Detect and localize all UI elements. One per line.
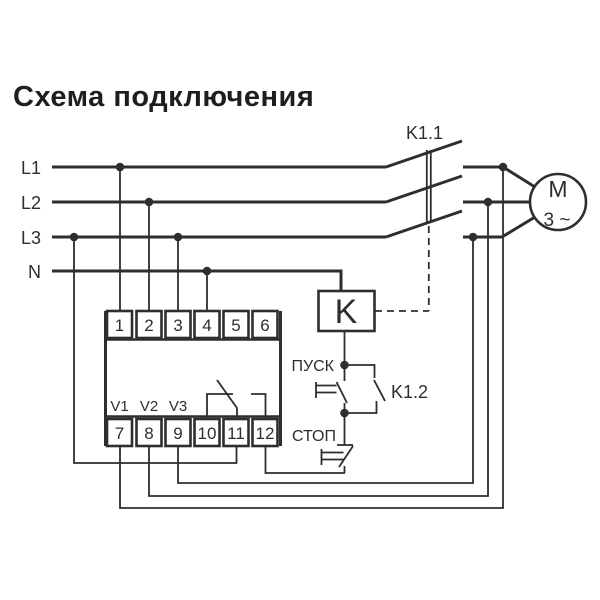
terminal-2-number: 2 — [144, 316, 153, 335]
terminal-10-box — [193, 417, 221, 448]
k11-mechanical-link — [425, 150, 432, 223]
terminal-8-number: 8 — [144, 424, 153, 443]
terminal-1-box — [105, 309, 134, 340]
supply-lines: L1 L2 L3 N — [21, 158, 386, 291]
junction-dot-motor-2 — [483, 197, 493, 207]
coil-label: K — [335, 293, 358, 331]
v2-label: V2 — [140, 398, 158, 415]
device-output-labels: V1 V2 V3 — [110, 398, 187, 415]
l2-label: L2 — [21, 193, 41, 213]
return-wiring — [73, 167, 504, 509]
l3-label: L3 — [21, 228, 41, 248]
junction-dot-l3-left — [69, 232, 79, 242]
junction-dot-start — [340, 360, 349, 370]
v3-label: V3 — [169, 398, 187, 415]
internal-contact-arm — [216, 379, 238, 418]
relay-device: 1 2 3 4 5 6 7 8 9 10 11 12 — [104, 309, 282, 448]
junction-dot-stop — [340, 408, 349, 418]
n-line-to-coil — [52, 269, 343, 291]
junction-dot-l1 — [115, 162, 125, 172]
terminal-6-box — [251, 309, 279, 340]
device-internal-contact — [206, 379, 267, 418]
internal-contact-right-bracket — [251, 393, 267, 418]
terminal-8-box — [135, 417, 163, 448]
k11-contact-arm-3 — [385, 209, 463, 239]
start-label: ПУСК — [291, 358, 334, 375]
top-terminal-row: 1 2 3 4 5 6 — [105, 309, 279, 340]
terminal-4-number: 4 — [202, 316, 211, 335]
motor-letter: M — [548, 176, 567, 202]
bottom-terminal-row: 7 8 9 10 11 12 — [105, 417, 279, 448]
k12-top-lead — [344, 364, 376, 378]
v1-label: V1 — [110, 398, 128, 415]
page-title: Схема подключения — [13, 81, 315, 113]
l1-label: L1 — [21, 158, 41, 178]
terminal-5-number: 5 — [231, 316, 240, 335]
k12-contact-arm — [373, 379, 386, 402]
junction-dot-n — [202, 266, 212, 276]
terminal-10-number: 10 — [198, 424, 217, 443]
stop-push-actuator — [320, 449, 344, 465]
motor-circle — [528, 172, 588, 232]
device-row-separators — [105, 338, 281, 418]
wire-terminal7-to-motor-l1 — [119, 167, 504, 509]
wire-terminal12-to-stop — [264, 446, 345, 474]
contactor-coil: K — [317, 289, 376, 365]
wire-l3-to-terminal11 — [73, 237, 238, 464]
stop-label: СТОП — [292, 428, 336, 445]
junction-dots — [69, 162, 508, 276]
junction-dot-motor-1 — [498, 162, 508, 172]
terminal-3-number: 3 — [173, 316, 182, 335]
k12-label: K1.2 — [391, 382, 428, 402]
start-push-actuator — [315, 382, 337, 398]
n-label: N — [28, 262, 41, 282]
terminal-6-number: 6 — [260, 316, 269, 335]
k11-contact-arm-2 — [385, 174, 463, 204]
junction-dot-l3 — [173, 232, 183, 242]
terminal-2-box — [135, 309, 163, 340]
terminal-11-box — [222, 417, 250, 448]
terminal-12-box — [251, 417, 279, 448]
terminal-1-number: 1 — [115, 316, 124, 335]
device-side-edges — [104, 311, 282, 446]
k11-label: K1.1 — [406, 123, 443, 143]
control-circuit: ПУСК K1.2 СТОП — [291, 358, 428, 473]
k12-bottom-lead — [344, 401, 378, 414]
terminal-5-box — [222, 309, 250, 340]
terminal-3-box — [164, 309, 192, 340]
junction-dot-l2 — [144, 197, 154, 207]
coil-box — [317, 289, 376, 333]
k11-contact-arm-1 — [385, 139, 463, 169]
junction-dot-motor-3 — [468, 232, 478, 242]
terminal-7-number: 7 — [115, 424, 124, 443]
wire-terminal8-to-motor-l2 — [148, 202, 489, 497]
motor-phase-mark: 3 ~ — [544, 210, 571, 231]
terminal-12-number: 12 — [256, 424, 275, 443]
internal-contact-left-bracket — [206, 393, 233, 418]
stop-contact-arm — [338, 445, 354, 468]
supply-drops — [119, 167, 208, 311]
wire-terminal9-to-motor-l3 — [177, 237, 474, 484]
motor-lead-1 — [502, 165, 536, 189]
terminal-7-box — [105, 417, 134, 448]
start-contact-arm — [335, 381, 348, 404]
terminal-11-number: 11 — [227, 424, 245, 443]
terminal-9-box — [164, 417, 192, 448]
terminal-9-number: 9 — [173, 424, 182, 443]
motor-lead-3 — [501, 215, 536, 239]
contactor-main-contacts: K1.1 — [375, 123, 530, 312]
terminal-4-box — [193, 309, 221, 340]
motor-symbol: M 3 ~ — [501, 165, 588, 239]
